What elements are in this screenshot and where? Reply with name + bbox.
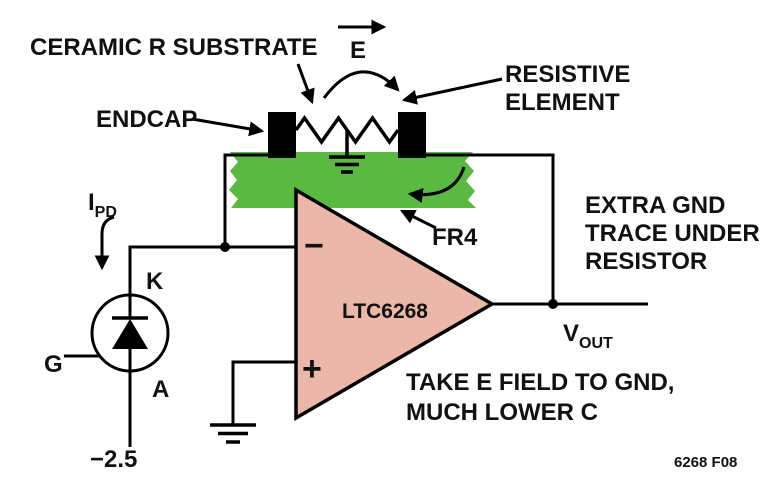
label-extra-gnd-line3: RESISTOR [585, 248, 707, 275]
endcap-right [398, 112, 426, 158]
label-opamp-part: LTC6268 [342, 300, 428, 323]
label-ipd: IPD [88, 189, 117, 221]
fr4-board [229, 152, 476, 208]
arrow-resistive-element [401, 77, 503, 105]
opamp-ground-symbol [210, 423, 256, 444]
label-endcap: ENDCAP [96, 106, 197, 133]
resistor-zigzag [294, 114, 400, 146]
endcap-left [268, 112, 296, 158]
wire-noninverting-input [231, 360, 296, 425]
junction-dot-output [548, 299, 558, 309]
junction-dot-input [220, 242, 230, 252]
label-photodiode-guard: G [44, 351, 63, 378]
arrow-field-to-ground [407, 166, 466, 203]
label-photodiode-anode: A [152, 376, 169, 403]
arrow-endcap [191, 117, 265, 137]
arrow-photodiode-current [94, 215, 115, 271]
label-e-field: E [350, 37, 366, 64]
label-note-line2: MUCH LOWER C [406, 399, 598, 426]
label-vout: VOUT [563, 320, 613, 352]
opamp-triangle [294, 186, 496, 422]
label-resistive-element-line1: RESISTIVE [505, 61, 630, 88]
arrow-fr4 [399, 209, 437, 230]
label-opamp-noninverting: + [302, 350, 322, 388]
arrow-e-field-arc [322, 70, 400, 99]
wire-feedback-left [223, 153, 268, 247]
label-extra-gnd-line2: TRACE UNDER [585, 220, 760, 247]
figure-caption: 6268 F08 [674, 454, 737, 471]
label-note-line1: TAKE E FIELD TO GND, [406, 369, 674, 396]
label-extra-gnd-line1: EXTRA GND [585, 192, 725, 219]
resistor-ground-symbol [329, 130, 365, 174]
arrow-ceramic-substrate [296, 63, 315, 105]
label-ceramic-substrate: CERAMIC R SUBSTRATE [30, 34, 318, 61]
wire-feedback-top-right [426, 153, 555, 304]
label-resistive-element-line2: ELEMENT [505, 89, 620, 116]
label-opamp-inverting: − [304, 227, 324, 265]
label-fr4: FR4 [432, 224, 478, 251]
label-bias-voltage: −2.5 [90, 446, 137, 473]
photodiode-symbol [90, 293, 170, 373]
label-photodiode-cathode: K [146, 268, 164, 295]
wire-inverting-input [128, 245, 296, 296]
